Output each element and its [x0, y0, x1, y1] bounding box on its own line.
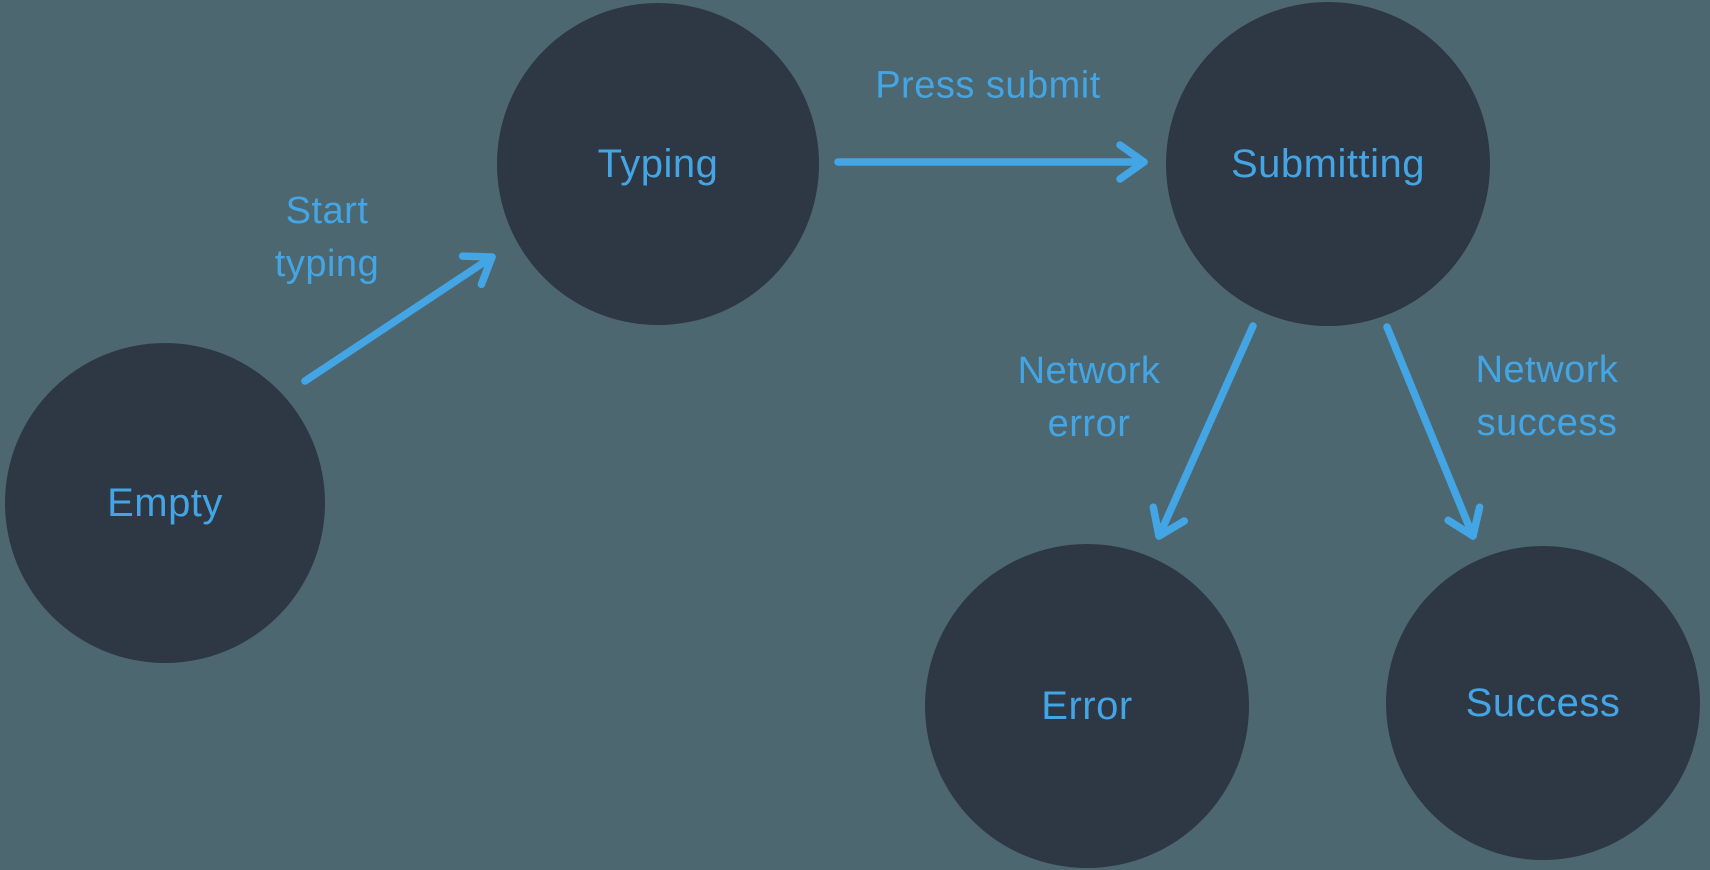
node-empty-label: Empty: [107, 480, 223, 525]
node-empty: Empty: [5, 343, 325, 663]
edge-label-network-success: Network success: [1475, 349, 1619, 444]
node-success: Success: [1386, 546, 1700, 860]
node-typing-label: Typing: [597, 141, 719, 186]
node-typing: Typing: [497, 3, 819, 325]
edge-start-typing-arrowhead-icon: [458, 252, 496, 289]
edge-label-press-submit: Press submit: [875, 64, 1101, 107]
edge-network-error: [1155, 322, 1257, 540]
node-submitting-label: Submitting: [1231, 141, 1425, 186]
edge-press-submit-arrowhead-icon: [1116, 141, 1148, 183]
edge-label-network-error: Network error: [1017, 350, 1161, 445]
edge-network-success: [1383, 323, 1477, 540]
edge-network-success-arrowhead-icon: [1444, 503, 1484, 540]
node-success-label: Success: [1465, 680, 1621, 725]
node-submitting: Submitting: [1166, 2, 1490, 326]
edge-network-error-arrowhead-icon: [1149, 503, 1189, 540]
node-error: Error: [925, 544, 1249, 868]
edge-label-start-typing: Start typing: [274, 190, 380, 285]
node-error-label: Error: [1041, 683, 1133, 728]
